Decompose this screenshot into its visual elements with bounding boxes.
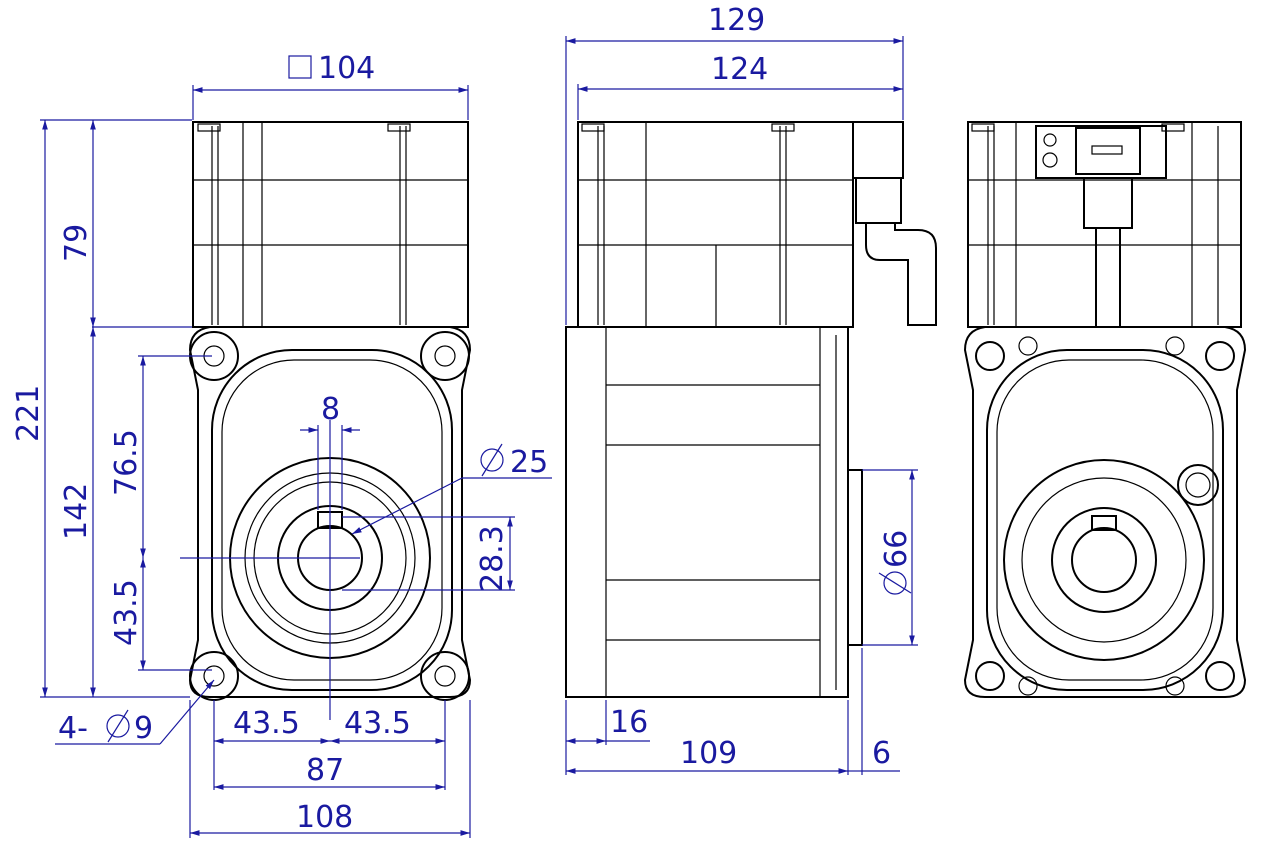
- dim-pilot-diameter: 66: [879, 530, 914, 568]
- dim-total-length: 221: [11, 385, 46, 442]
- diameter-symbol-icon-2: [106, 714, 130, 738]
- rear-connector-nut: [1083, 177, 1133, 229]
- rear-hole-tr: [1205, 341, 1235, 371]
- rear-output-shaft: [1051, 507, 1157, 613]
- diameter-symbol-icon-3: [883, 571, 907, 595]
- square-symbol-icon: [288, 55, 312, 79]
- dim-hole-spacing: 87: [306, 753, 344, 788]
- dim-lower-hole-offset: 43.5: [109, 579, 144, 646]
- front-gearbox-housing: [188, 326, 472, 698]
- dim-hole-diameter: 9: [134, 711, 153, 746]
- dim-key-width: 8: [321, 392, 340, 427]
- diameter-symbol-icon: [480, 448, 504, 472]
- dim-shaft-diameter: 25: [510, 445, 548, 480]
- front-view: [180, 121, 472, 720]
- rear-hole-tl: [975, 341, 1005, 371]
- rear-connector: [1075, 127, 1141, 175]
- dim-flange-step: 16: [610, 705, 648, 740]
- mount-hole-tr: [420, 331, 470, 381]
- dim-brake-length: 79: [59, 224, 94, 262]
- dim-gear-length: 142: [59, 483, 94, 540]
- front-gear-face: [211, 349, 453, 691]
- rear-view: [963, 121, 1247, 698]
- rear-gearbox-housing: [963, 326, 1247, 698]
- ground-screw-icon: [1043, 133, 1057, 147]
- screw-icon: [1042, 152, 1058, 168]
- rear-output-flange: [1003, 459, 1205, 661]
- rear-motor-body: [967, 121, 1242, 328]
- rear-hole-br: [1205, 661, 1235, 691]
- rear-hole-bl: [975, 661, 1005, 691]
- dim-gear-depth: 109: [680, 736, 737, 771]
- rear-cable: [1095, 227, 1121, 328]
- dim-overall-depth: 129: [708, 3, 765, 38]
- rear-gear-face: [986, 349, 1224, 691]
- dim-key-height: 28.3: [475, 525, 510, 592]
- dim-flange-square: 104: [318, 51, 375, 86]
- mount-hole-bl: [189, 651, 239, 701]
- dim-right-half-spacing: 43.5: [344, 706, 411, 741]
- side-cable: [865, 223, 937, 326]
- dim-pilot-length: 6: [872, 736, 891, 771]
- side-dimensions: 129 124 16 109 6 66: [565, 3, 918, 775]
- dim-overall-width: 108: [296, 800, 353, 835]
- rear-connector-plate: [1035, 125, 1167, 179]
- front-motor-body: [192, 121, 469, 328]
- dim-motor-depth: 124: [711, 52, 768, 87]
- side-connector-nut: [855, 177, 902, 224]
- side-gearbox: [565, 326, 849, 698]
- front-dimensions: 104 221 79 142 76.5 43.5 8 25: [11, 51, 552, 838]
- dim-upper-hole-offset: 76.5: [109, 429, 144, 496]
- side-view: [565, 121, 937, 698]
- mount-hole-br: [420, 651, 470, 701]
- rear-plug: [1177, 464, 1219, 506]
- side-connector: [852, 121, 904, 179]
- side-pilot: [847, 469, 863, 646]
- dim-left-half-spacing: 43.5: [233, 706, 300, 741]
- dim-hole-count: 4-: [58, 711, 88, 746]
